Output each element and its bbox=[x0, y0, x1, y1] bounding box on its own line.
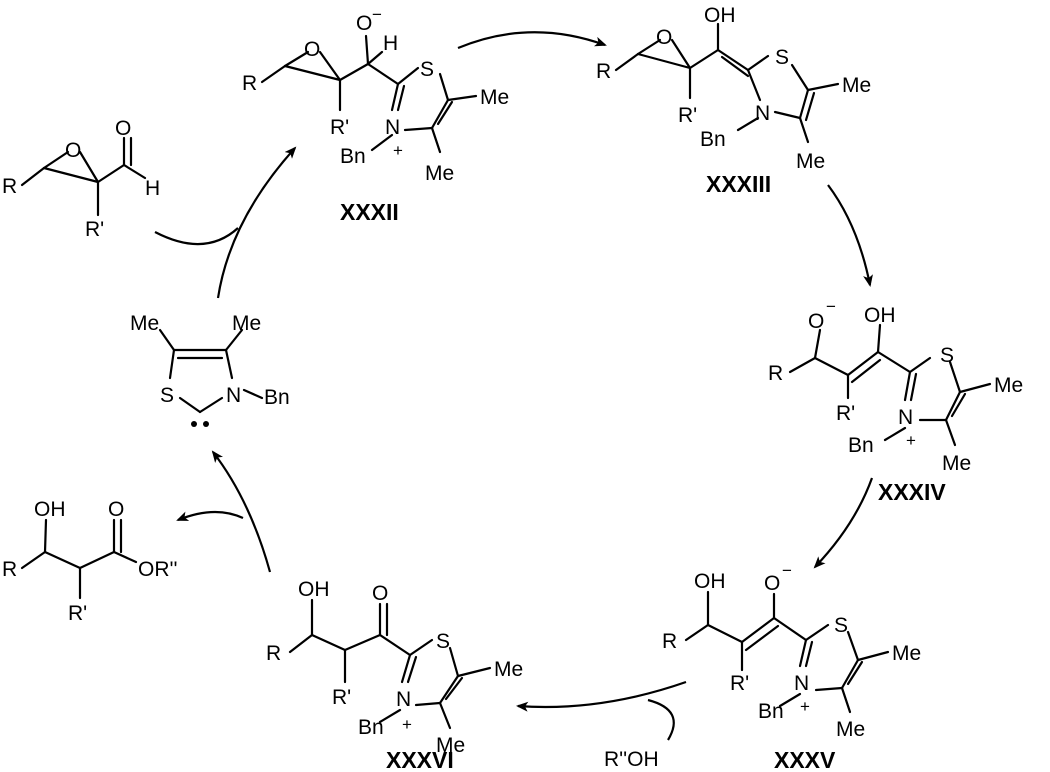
atom-Me-4: Me bbox=[232, 312, 261, 335]
atom-R-prime: R' bbox=[330, 116, 349, 139]
atom-R-prime: R' bbox=[678, 104, 697, 127]
ester-product: R OH O OR'' R' bbox=[2, 498, 178, 625]
atom-Bn: Bn bbox=[758, 700, 784, 723]
charge-minus: − bbox=[782, 561, 792, 580]
atom-Me-4: Me bbox=[836, 718, 865, 741]
atom-OH: OH bbox=[694, 570, 726, 593]
atom-R: R bbox=[596, 60, 611, 83]
compound-label-XXXV: XXXV bbox=[774, 747, 836, 772]
atom-N: N bbox=[794, 672, 809, 695]
atom-R: R bbox=[242, 72, 257, 95]
atom-S: S bbox=[420, 58, 434, 81]
compound-label-XXXVI: XXXVI bbox=[386, 747, 454, 772]
atom-H: H bbox=[145, 177, 160, 200]
atom-Bn: Bn bbox=[340, 145, 366, 168]
cycle-arrows bbox=[154, 31, 874, 741]
atom-Bn: Bn bbox=[848, 434, 874, 457]
charge-plus: + bbox=[906, 431, 916, 450]
compound-label-XXXIII: XXXIII bbox=[706, 171, 771, 197]
charge-minus: − bbox=[372, 5, 382, 24]
arrow-35-to-36 bbox=[516, 680, 687, 712]
compound-XXXII: R O O − H S N + R' Bn Me Me XXXII bbox=[242, 5, 509, 225]
atom-Me-4: Me bbox=[425, 162, 454, 185]
atom-Me-5: Me bbox=[480, 86, 509, 109]
epoxy-aldehyde-substrate: R O O H R' bbox=[2, 117, 160, 241]
atom-N: N bbox=[385, 116, 400, 139]
atom-R: R bbox=[2, 558, 17, 581]
atom-Bn: Bn bbox=[264, 386, 290, 409]
atom-R-prime: R' bbox=[332, 686, 351, 709]
atom-N: N bbox=[755, 102, 770, 125]
compound-label-XXXII: XXXII bbox=[340, 199, 399, 225]
atom-N: N bbox=[226, 384, 241, 407]
atom-Me-4: Me bbox=[436, 734, 465, 757]
arrow-roh-in bbox=[647, 698, 675, 741]
compound-label-XXXIV: XXXIV bbox=[878, 479, 946, 505]
atom-O-epoxide: O bbox=[65, 139, 81, 162]
atom-R-prime: R' bbox=[836, 402, 855, 425]
atom-OR-double-prime: OR'' bbox=[138, 558, 178, 581]
atom-OH-enol: OH bbox=[704, 4, 736, 27]
reagent-alcohol: R''OH bbox=[604, 748, 659, 771]
atom-O-epoxide: O bbox=[656, 26, 672, 49]
atom-O-alkoxide: O bbox=[808, 310, 824, 333]
arrow-36-to-catalyst bbox=[211, 450, 272, 573]
atom-H: H bbox=[383, 32, 398, 55]
atom-Bn: Bn bbox=[700, 128, 726, 151]
carbene-lone-pair-dot bbox=[203, 421, 209, 427]
charge-plus: + bbox=[402, 715, 412, 734]
atom-O-carbonyl: O bbox=[108, 498, 124, 521]
atom-R: R bbox=[266, 642, 281, 665]
atom-S: S bbox=[436, 630, 450, 653]
atom-S: S bbox=[834, 614, 848, 637]
atom-R-prime: R' bbox=[730, 672, 749, 695]
atom-Bn: Bn bbox=[358, 716, 384, 739]
arrow-34-to-35 bbox=[813, 477, 874, 569]
charge-minus: − bbox=[826, 297, 836, 316]
atom-Me-5: Me bbox=[994, 374, 1023, 397]
arrow-aldehyde-in bbox=[154, 227, 239, 246]
atom-O-aldehyde: O bbox=[115, 117, 131, 140]
atom-O-enolate: O bbox=[764, 572, 780, 595]
atom-OH-enol: OH bbox=[864, 304, 896, 327]
atom-Me-5: Me bbox=[892, 642, 921, 665]
compound-XXXIII: R O OH S N R' Bn Me Me XXXIII bbox=[596, 4, 871, 197]
atom-S: S bbox=[775, 46, 789, 69]
atom-Me-5: Me bbox=[842, 74, 871, 97]
atom-R-prime: R' bbox=[85, 218, 104, 241]
atom-N: N bbox=[898, 406, 913, 429]
atom-S: S bbox=[940, 344, 954, 367]
atom-Me-5: Me bbox=[130, 312, 159, 335]
atom-OH: OH bbox=[34, 498, 66, 521]
atom-OH: OH bbox=[298, 578, 330, 601]
atom-R: R bbox=[2, 175, 17, 198]
arrow-32-to-33 bbox=[457, 31, 607, 50]
atom-R: R bbox=[768, 362, 783, 385]
carbene-lone-pair-dot bbox=[191, 421, 197, 427]
charge-plus: + bbox=[393, 141, 403, 160]
atom-N: N bbox=[396, 688, 411, 711]
atom-O-alkoxide: O bbox=[356, 12, 372, 35]
atom-R-prime: R' bbox=[68, 602, 87, 625]
arrow-33-to-34 bbox=[827, 184, 873, 287]
atom-O-ketone: O bbox=[372, 582, 388, 605]
atom-Me-5: Me bbox=[494, 658, 523, 681]
compound-XXXIV: R O − OH S N + R' Bn Me Me XXXIV bbox=[768, 297, 1023, 505]
atom-R: R bbox=[662, 630, 677, 653]
compound-XXXVI: R OH O S N + R' Bn Me Me XXXVI bbox=[266, 578, 523, 772]
atom-S: S bbox=[160, 384, 174, 407]
atom-O-epoxide: O bbox=[304, 38, 320, 61]
atom-Me-4: Me bbox=[942, 452, 971, 475]
compound-XXXV: R OH O − S N + R' Bn Me Me XXXV bbox=[662, 561, 921, 772]
atom-Me-4: Me bbox=[796, 150, 825, 173]
nhc-catalyst: Me Me S N Bn bbox=[130, 312, 290, 427]
arrow-product-out bbox=[176, 510, 244, 522]
arrow-catalyst-to-32 bbox=[216, 146, 297, 299]
charge-plus: + bbox=[800, 697, 810, 716]
